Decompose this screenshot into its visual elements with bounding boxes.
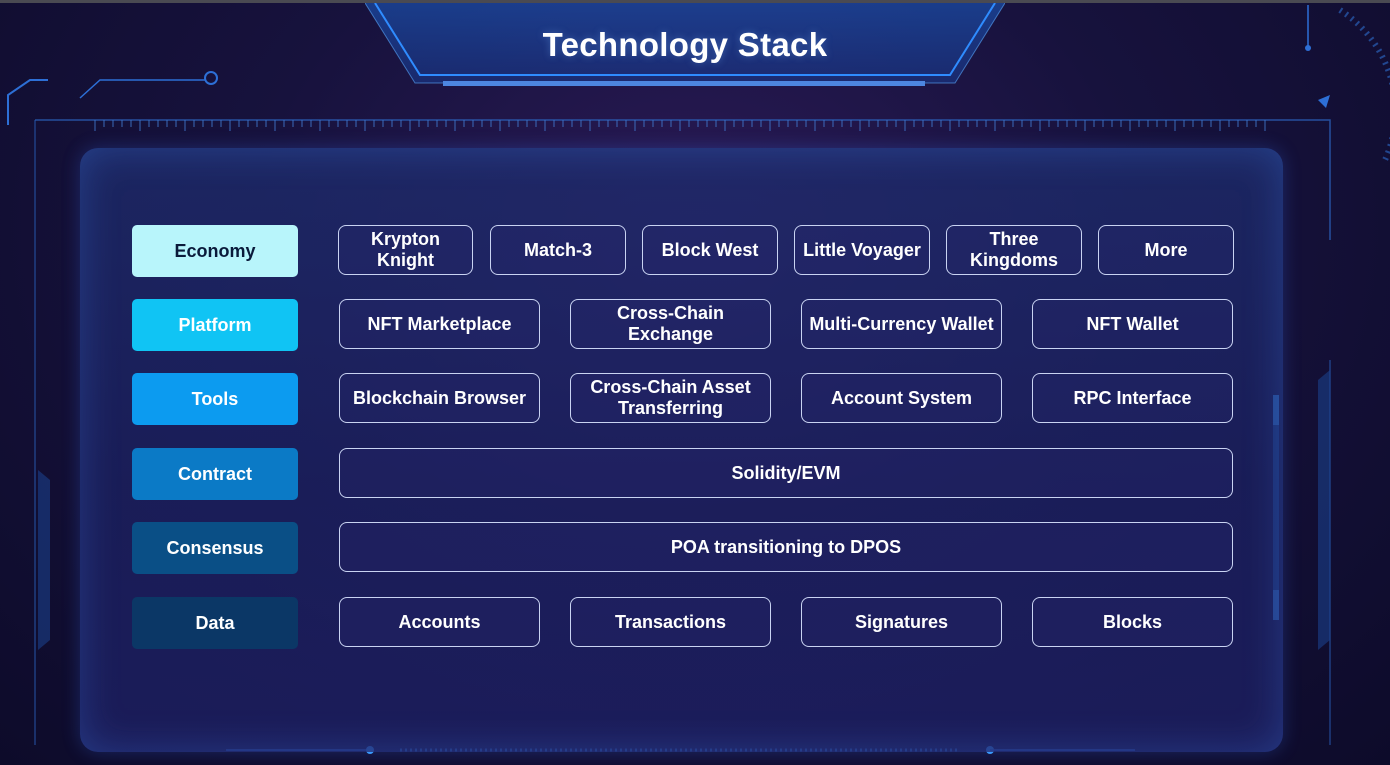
data-item-blocks: Blocks <box>1032 597 1233 647</box>
economy-item-more: More <box>1098 225 1234 275</box>
platform-item-multi-currency-wallet: Multi-Currency Wallet <box>801 299 1002 349</box>
economy-item-krypton-knight: Krypton Knight <box>338 225 473 275</box>
top-border-line <box>0 0 1390 3</box>
tools-item-rpc-interface: RPC Interface <box>1032 373 1233 423</box>
layer-label-contract: Contract <box>132 448 298 500</box>
platform-item-nft-wallet: NFT Wallet <box>1032 299 1233 349</box>
data-item-accounts: Accounts <box>339 597 540 647</box>
layer-label-consensus: Consensus <box>132 522 298 574</box>
layer-label-economy: Economy <box>132 225 298 277</box>
economy-item-block-west: Block West <box>642 225 778 275</box>
consensus-item-poa-dpos: POA transitioning to DPOS <box>339 522 1233 572</box>
title-banner <box>365 3 1005 86</box>
economy-item-little-voyager: Little Voyager <box>794 225 930 275</box>
data-item-transactions: Transactions <box>570 597 771 647</box>
layer-label-tools: Tools <box>132 373 298 425</box>
platform-item-nft-marketplace: NFT Marketplace <box>339 299 540 349</box>
page-title: Technology Stack <box>542 26 828 63</box>
tools-item-blockchain-browser: Blockchain Browser <box>339 373 540 423</box>
data-item-signatures: Signatures <box>801 597 1002 647</box>
tools-item-cross-chain-asset-transferring: Cross-Chain Asset Transferring <box>570 373 771 423</box>
economy-item-match-3: Match-3 <box>490 225 626 275</box>
tools-item-account-system: Account System <box>801 373 1002 423</box>
economy-item-three-kingdoms: Three Kingdoms <box>946 225 1082 275</box>
platform-item-cross-chain-exchange: Cross-Chain Exchange <box>570 299 771 349</box>
layer-label-platform: Platform <box>132 299 298 351</box>
contract-item-solidity-evm: Solidity/EVM <box>339 448 1233 498</box>
layer-label-data: Data <box>132 597 298 649</box>
